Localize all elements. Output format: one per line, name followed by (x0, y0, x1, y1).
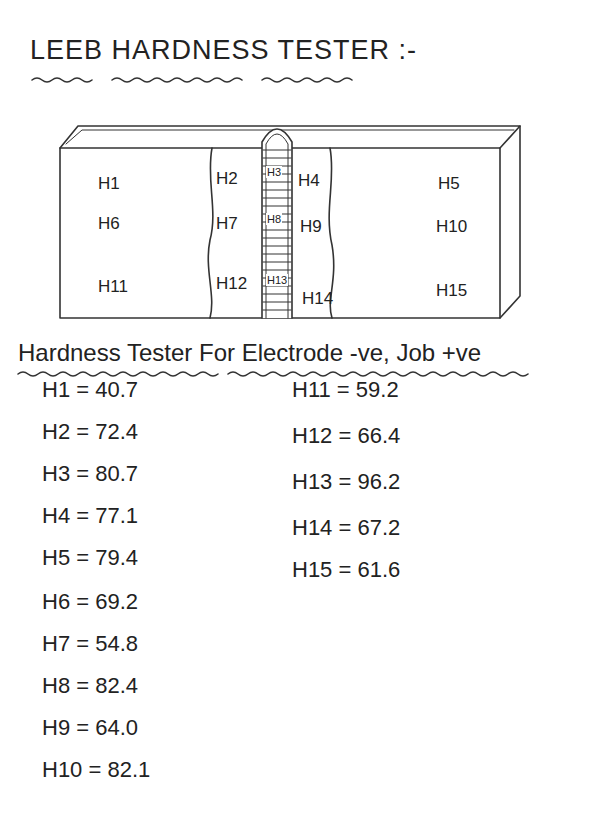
test-point: H4 (298, 172, 320, 191)
test-point: H14 (302, 290, 333, 309)
test-point: H13 (266, 274, 288, 286)
reading: H13 = 96.2 (292, 470, 400, 494)
reading: H11 = 59.2 (292, 378, 399, 402)
page-title: LEEB HARDNESS TESTER :- (30, 36, 417, 66)
test-point: H2 (216, 170, 238, 189)
haz-boundary (208, 148, 213, 318)
reading: H7 = 54.8 (42, 632, 138, 656)
test-point: H8 (266, 213, 282, 225)
weld-bead (262, 129, 292, 318)
reading: H14 = 67.2 (292, 516, 400, 540)
reading: H2 = 72.4 (42, 420, 138, 444)
reading: H9 = 64.0 (42, 716, 138, 740)
reading: H8 = 82.4 (42, 674, 138, 698)
reading: H12 = 66.4 (292, 424, 400, 448)
test-point: H7 (216, 215, 238, 234)
underline (262, 78, 352, 82)
underline (18, 372, 218, 376)
test-point: H5 (438, 175, 460, 194)
reading: H5 = 79.4 (42, 546, 138, 570)
test-point: H10 (436, 218, 467, 237)
plate-side (500, 126, 520, 318)
underline (32, 78, 92, 82)
reading: H3 = 80.7 (42, 462, 138, 486)
reading: H15 = 61.6 (292, 558, 400, 582)
reading: H4 = 77.1 (42, 504, 138, 528)
test-point: H1 (98, 175, 120, 194)
test-point: H3 (266, 166, 282, 178)
weld-bead (266, 134, 288, 318)
test-point: H15 (436, 282, 467, 301)
test-point: H12 (216, 275, 247, 294)
subtitle: Hardness Tester For Electrode -ve, Job +… (18, 340, 481, 366)
test-point: H11 (98, 278, 128, 297)
test-point: H6 (98, 215, 120, 234)
reading: H10 = 82.1 (42, 758, 150, 782)
weld-hatching (263, 150, 291, 310)
underline (112, 78, 242, 82)
test-point: H9 (300, 218, 322, 237)
reading: H6 = 69.2 (42, 590, 138, 614)
reading: H1 = 40.7 (42, 378, 138, 402)
underline (228, 372, 528, 376)
